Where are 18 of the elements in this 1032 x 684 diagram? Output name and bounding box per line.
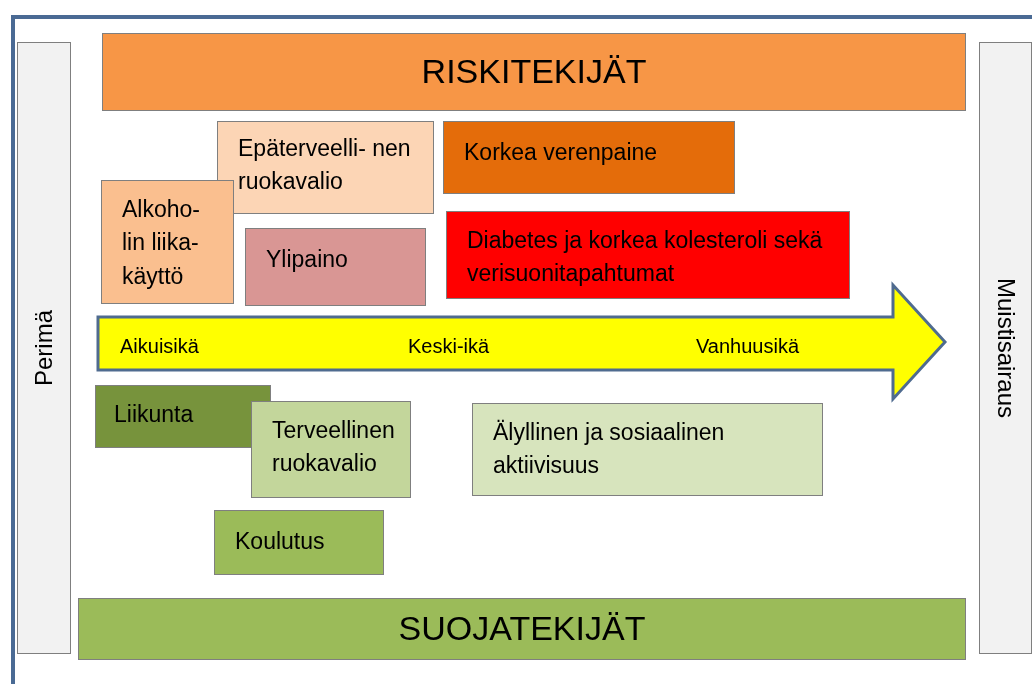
header-band: RISKITEKIJÄT <box>102 33 966 111</box>
risk-factor-box: Epäterveelli- nen ruokavalio <box>217 121 434 214</box>
age-label: Keski-ikä <box>408 335 490 358</box>
risk-factor-box: Diabetes ja korkea kolesteroli sekä verisuonitapahtumat <box>446 211 850 299</box>
risk-factor-box: Korkea verenpaine <box>443 121 735 194</box>
risk-factor-box: Alkoho- lin liika- käyttö <box>101 180 234 304</box>
age-label: Aikuisikä <box>120 335 199 358</box>
vertical-label: Muistisairaus <box>991 277 1021 418</box>
vertical-label: Perimä <box>28 310 58 386</box>
side-bar <box>17 42 71 654</box>
side-bar <box>979 42 1032 654</box>
protective-factor-box: Liikunta <box>95 385 271 448</box>
age-label: Vanhuusikä <box>696 335 800 358</box>
protective-factor-box: Terveellinen ruokavalio <box>251 401 411 498</box>
protective-factor-box: Älyllinen ja sosiaalinen aktiivisuus <box>472 403 823 496</box>
protective-factor-box: Koulutus <box>214 510 384 575</box>
footer-band: SUOJATEKIJÄT <box>78 598 966 660</box>
risk-factor-box: Ylipaino <box>245 228 426 306</box>
